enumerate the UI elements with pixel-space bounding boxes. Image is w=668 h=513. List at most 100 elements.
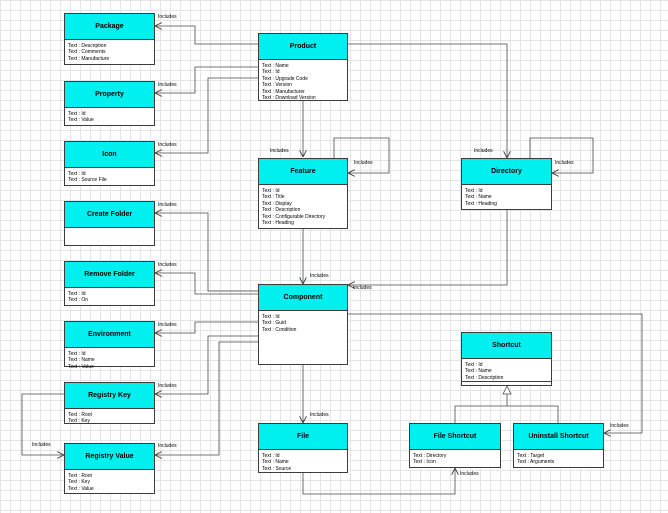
attribute: Text : Root [68, 473, 92, 479]
label-includes-feature: Includes [270, 148, 289, 154]
edge-product-icon [155, 77, 258, 153]
class-icon[interactable]: Icon Text : Id Text : Source File [64, 141, 155, 186]
attribute: Text : Id [262, 314, 280, 320]
attribute: Text : Icon [413, 459, 436, 466]
class-title: Registry Value [65, 444, 154, 470]
attribute: Text : Condition [262, 326, 297, 333]
class-title: Property [65, 82, 154, 108]
label-includes-registrykey: Includes [158, 383, 177, 389]
class-attributes: Text : Id Text : Name Text : Heading [462, 185, 551, 207]
edge-product-property [155, 66, 258, 93]
class-title: Shortcut [462, 333, 551, 359]
class-title: Environment [65, 322, 154, 348]
class-attributes: Text : Description Text : Comments Text … [65, 40, 154, 62]
class-title: Create Folder [65, 202, 154, 228]
edge-directory-component [348, 185, 508, 285]
label-includes-property: Includes [158, 82, 177, 88]
class-attributes: Text : Name Text : Id Text : Upgrade Cod… [259, 60, 347, 101]
class-file-shortcut[interactable]: File Shortcut Text : Directory Text : Ic… [409, 423, 501, 468]
class-property[interactable]: Property Text : Id Text : Value [64, 81, 155, 126]
label-includes-component: Includes [310, 273, 329, 279]
attribute: Text : Version [262, 82, 293, 89]
attribute: Text : Description [68, 43, 107, 49]
edge-feature-self [333, 137, 390, 173]
label-includes-directory-self: Includes [555, 160, 574, 166]
edge-component-uninstall [348, 313, 643, 433]
class-attributes: Text : Id Text : Value [65, 108, 154, 124]
label-includes-feature-self: Includes [354, 160, 373, 166]
attribute: Text : Description [262, 207, 301, 214]
class-title: Remove Folder [65, 262, 154, 288]
class-title: Component [259, 285, 347, 311]
class-feature[interactable]: Feature Text : Id Text : Title Text : Di… [258, 158, 348, 229]
attribute: Text : Display [262, 200, 292, 207]
attribute: Text : Download Version [262, 95, 316, 102]
attribute: Text : Value [68, 117, 94, 124]
class-product[interactable]: Product Text : Name Text : Id Text : Upg… [258, 33, 348, 101]
class-attributes: Text : Target Text : Arguments [514, 450, 603, 466]
attribute: Text : Id [68, 351, 86, 357]
label-includes-uninstall: Includes [610, 423, 629, 429]
edge-component-registryvalue [155, 341, 258, 455]
attribute: Text : Name [465, 368, 492, 375]
class-attributes: Text : Root Text : Key Text : Value [65, 470, 154, 492]
class-directory[interactable]: Directory Text : Id Text : Name Text : H… [461, 158, 552, 210]
edge-component-environment [155, 321, 258, 333]
edge-component-removefolder [155, 273, 258, 295]
attribute: Text : Id [262, 69, 280, 76]
attribute: Text : Name [262, 459, 289, 466]
edge-product-directory [348, 43, 507, 158]
compartment-divider [462, 381, 551, 382]
label-includes-file: Includes [310, 412, 329, 418]
class-remove-folder[interactable]: Remove Folder Text : Id Text : On [64, 261, 155, 306]
label-includes-fileshortcut: Includes [460, 471, 479, 477]
attribute: Text : Manufacture [68, 55, 110, 62]
attribute: Text : Key [68, 479, 90, 486]
label-includes-registryvalue: Includes [158, 443, 177, 449]
class-create-folder[interactable]: Create Folder [64, 201, 155, 246]
attribute: Text : Name [68, 357, 95, 364]
label-includes-directory: Includes [474, 148, 493, 154]
generalization-edges [454, 385, 559, 423]
class-registry-key[interactable]: Registry Key Text : Root Text : Key [64, 382, 155, 424]
attribute: Text : Upgrade Code [262, 75, 308, 82]
class-title: Uninstall Shortcut [514, 424, 603, 450]
class-file[interactable]: File Text : Id Text : Name Text : Source [258, 423, 348, 473]
class-attributes: Text : Id Text : Name Text : Value [65, 348, 154, 370]
label-includes-removefolder: Includes [158, 262, 177, 268]
class-attributes: Text : Id Text : Title Text : Display Te… [259, 185, 347, 226]
class-title: Directory [462, 159, 551, 185]
label-includes-directory-component: Includes [353, 285, 372, 291]
attribute: Text : Comments [68, 49, 106, 56]
attribute: Text : Configurable Directory [262, 213, 326, 220]
attribute: Text : Target [517, 453, 545, 459]
class-attributes: Text : Id Text : Name Text : Source [259, 450, 347, 472]
class-title: File Shortcut [410, 424, 500, 450]
attribute: Text : Value [68, 363, 94, 370]
attribute: Text : Key [68, 418, 90, 425]
edge-file-fileshortcut [302, 468, 455, 495]
class-component[interactable]: Component Text : Id Text : Guid Text : C… [258, 284, 348, 365]
edge-component-registrykey [155, 335, 258, 394]
class-attributes: Text : Directory Text : Icon [410, 450, 500, 466]
class-shortcut[interactable]: Shortcut Text : Id Text : Name Text : De… [461, 332, 552, 386]
class-title: Package [65, 14, 154, 40]
class-registry-value[interactable]: Registry Value Text : Root Text : Key Te… [64, 443, 155, 494]
attribute: Text : Id [68, 111, 86, 117]
attribute: Text : Id [68, 171, 86, 177]
attribute: Text : Name [465, 194, 492, 201]
class-package[interactable]: Package Text : Description Text : Commen… [64, 13, 155, 65]
class-uninstall-shortcut[interactable]: Uninstall Shortcut Text : Target Text : … [513, 423, 604, 468]
attribute: Text : Id [262, 188, 280, 194]
attribute: Text : Name [262, 63, 289, 69]
attribute: Text : Root [68, 412, 92, 418]
attribute: Text : Value [68, 485, 94, 492]
attribute: Text : Directory [413, 453, 447, 459]
class-environment[interactable]: Environment Text : Id Text : Name Text :… [64, 321, 155, 370]
attribute: Text : On [68, 297, 89, 304]
attribute: Text : Id [465, 362, 483, 368]
class-title: Product [259, 34, 347, 60]
edge-directory-self [529, 137, 594, 173]
label-includes-createfolder: Includes [158, 202, 177, 208]
